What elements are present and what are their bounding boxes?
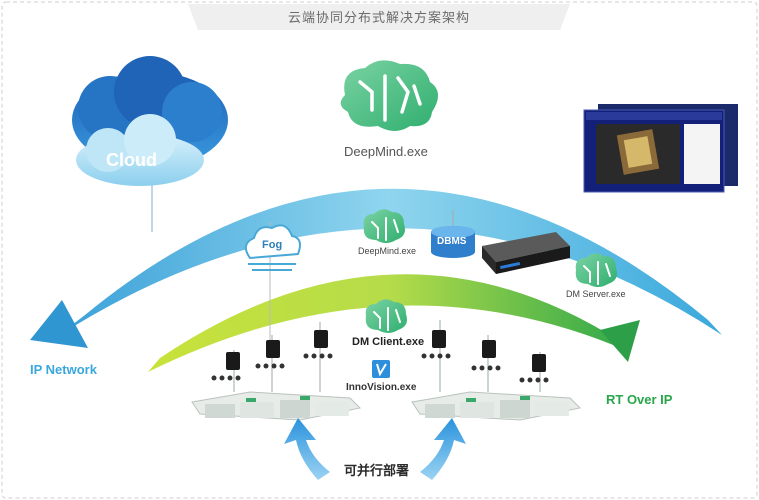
software-screenshot-image — [583, 104, 738, 193]
rt-over-ip-label: RT Over IP — [606, 392, 673, 407]
dbms-database-icon — [431, 210, 475, 258]
ip-network-arrowhead — [30, 300, 88, 348]
server-hardware-icon — [482, 232, 570, 274]
rt-over-ip-arc — [148, 274, 630, 372]
rt-over-ip-arrowhead — [600, 320, 640, 362]
deepmind-small-brain-icon — [363, 209, 405, 243]
cloud-icon — [72, 56, 228, 232]
left-camera-group — [211, 322, 333, 392]
deepmind-brain-icon — [340, 60, 439, 132]
diagram-title: 云端协同分布式解决方案架构 — [287, 9, 470, 25]
title-tab-shape — [188, 4, 570, 30]
dbms-label: DBMS — [437, 236, 467, 247]
fog-icon — [244, 222, 301, 348]
deepmind-small-label: DeepMind.exe — [358, 246, 417, 256]
dm-server-label: DM Server.exe — [566, 289, 626, 299]
parallel-deploy-right-arrow — [420, 418, 466, 480]
dm-client-brain-icon — [365, 299, 407, 333]
innovision-label: InnoVision.exe — [346, 382, 417, 393]
parallel-deploy-label: 可并行部署 — [344, 463, 410, 478]
ip-network-arc — [55, 188, 722, 338]
cloud-label: Cloud — [106, 150, 157, 170]
right-production-machines — [411, 391, 582, 421]
right-camera-group — [421, 320, 549, 392]
dm-client-label: DM Client.exe — [352, 336, 425, 348]
deepmind-top-label: DeepMind.exe — [344, 144, 428, 159]
dm-server-brain-icon — [575, 253, 617, 287]
parallel-deploy-left-arrow — [284, 418, 330, 480]
ip-network-label: IP Network — [30, 362, 97, 377]
fog-label: Fog — [262, 239, 283, 251]
innovision-logo-icon — [372, 360, 390, 378]
left-production-machines — [191, 391, 362, 421]
